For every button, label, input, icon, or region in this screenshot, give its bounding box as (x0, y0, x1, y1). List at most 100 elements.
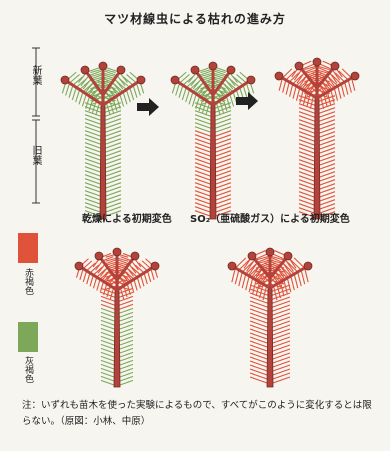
needle (235, 258, 245, 268)
needle (206, 103, 210, 116)
bud (191, 66, 199, 74)
needle (192, 94, 196, 107)
tree-partially-red (158, 40, 268, 225)
arrow-right-icon (234, 90, 260, 112)
tree-so2 (215, 228, 325, 393)
needle (82, 94, 86, 107)
bud (75, 262, 83, 270)
bud (295, 62, 303, 70)
trunk (267, 288, 273, 387)
needle (134, 279, 137, 290)
arrow-right-icon (135, 96, 161, 118)
needle (90, 275, 93, 286)
old-leaves-label: 旧葉 (28, 145, 43, 165)
needle (233, 77, 243, 86)
bud (331, 62, 339, 70)
needle (226, 96, 230, 109)
needle (294, 274, 298, 288)
bud (266, 248, 274, 256)
bud (61, 76, 69, 84)
needle (270, 337, 290, 344)
legend-green-swatch (18, 322, 38, 352)
needle (250, 309, 270, 316)
needle (286, 71, 295, 80)
needle (120, 94, 124, 107)
needle (147, 271, 150, 282)
needle (216, 103, 220, 116)
needle (66, 83, 70, 96)
needle (250, 317, 270, 324)
needle (250, 333, 270, 340)
needle (283, 80, 286, 93)
needle (348, 80, 351, 93)
bud (227, 66, 235, 74)
needle (250, 301, 270, 308)
needle (151, 269, 154, 280)
needle (291, 260, 301, 270)
needle (282, 69, 291, 78)
needle (270, 325, 290, 332)
needle (123, 77, 133, 86)
needle (270, 301, 290, 308)
needle (93, 277, 96, 288)
needle (270, 305, 290, 312)
needle (186, 90, 190, 103)
needle (130, 87, 134, 100)
needle (73, 77, 83, 86)
drought-subtitle: 乾燥による初期変色 (82, 210, 172, 225)
needle (290, 84, 293, 97)
diagram-title: マツ材線虫による枯れの進み方 (0, 10, 390, 27)
needle (345, 82, 348, 95)
needle (250, 337, 270, 344)
tree-fully-red (262, 40, 372, 225)
bud (248, 252, 256, 260)
needle (270, 313, 290, 320)
needle (296, 88, 299, 101)
needle (136, 83, 140, 96)
needle (176, 83, 180, 96)
needle (235, 270, 239, 284)
bud (284, 252, 292, 260)
needle (250, 321, 270, 328)
needle (250, 313, 270, 320)
needle (270, 333, 290, 340)
needle (97, 279, 100, 290)
needle (270, 341, 290, 348)
bud (113, 248, 121, 256)
needle (291, 276, 295, 290)
needle (320, 96, 323, 109)
needle (334, 88, 337, 101)
bud (95, 252, 103, 260)
needle (270, 329, 290, 336)
bud (131, 252, 139, 260)
bud (151, 262, 159, 270)
needle (87, 273, 90, 284)
needle (141, 275, 144, 286)
needle (250, 305, 270, 312)
tree-healthy (48, 40, 158, 225)
needle (179, 85, 183, 98)
needle (294, 258, 304, 268)
bud (99, 62, 107, 70)
needle (270, 309, 290, 316)
needle (189, 92, 193, 105)
trunk (100, 105, 106, 219)
needle (242, 274, 246, 288)
needle (131, 281, 134, 292)
needle (110, 288, 113, 299)
needle (120, 288, 123, 299)
needle (180, 74, 190, 83)
needle (96, 103, 100, 116)
needle (183, 77, 193, 86)
leaf-bracket (22, 38, 42, 208)
needle (250, 329, 270, 336)
bud (137, 76, 145, 84)
bud (228, 262, 236, 270)
bud (171, 76, 179, 84)
needle (100, 281, 103, 292)
trunk (210, 105, 216, 219)
trunk (314, 98, 320, 219)
needle (123, 92, 127, 105)
needle (239, 260, 249, 270)
tree-drought (62, 228, 172, 393)
